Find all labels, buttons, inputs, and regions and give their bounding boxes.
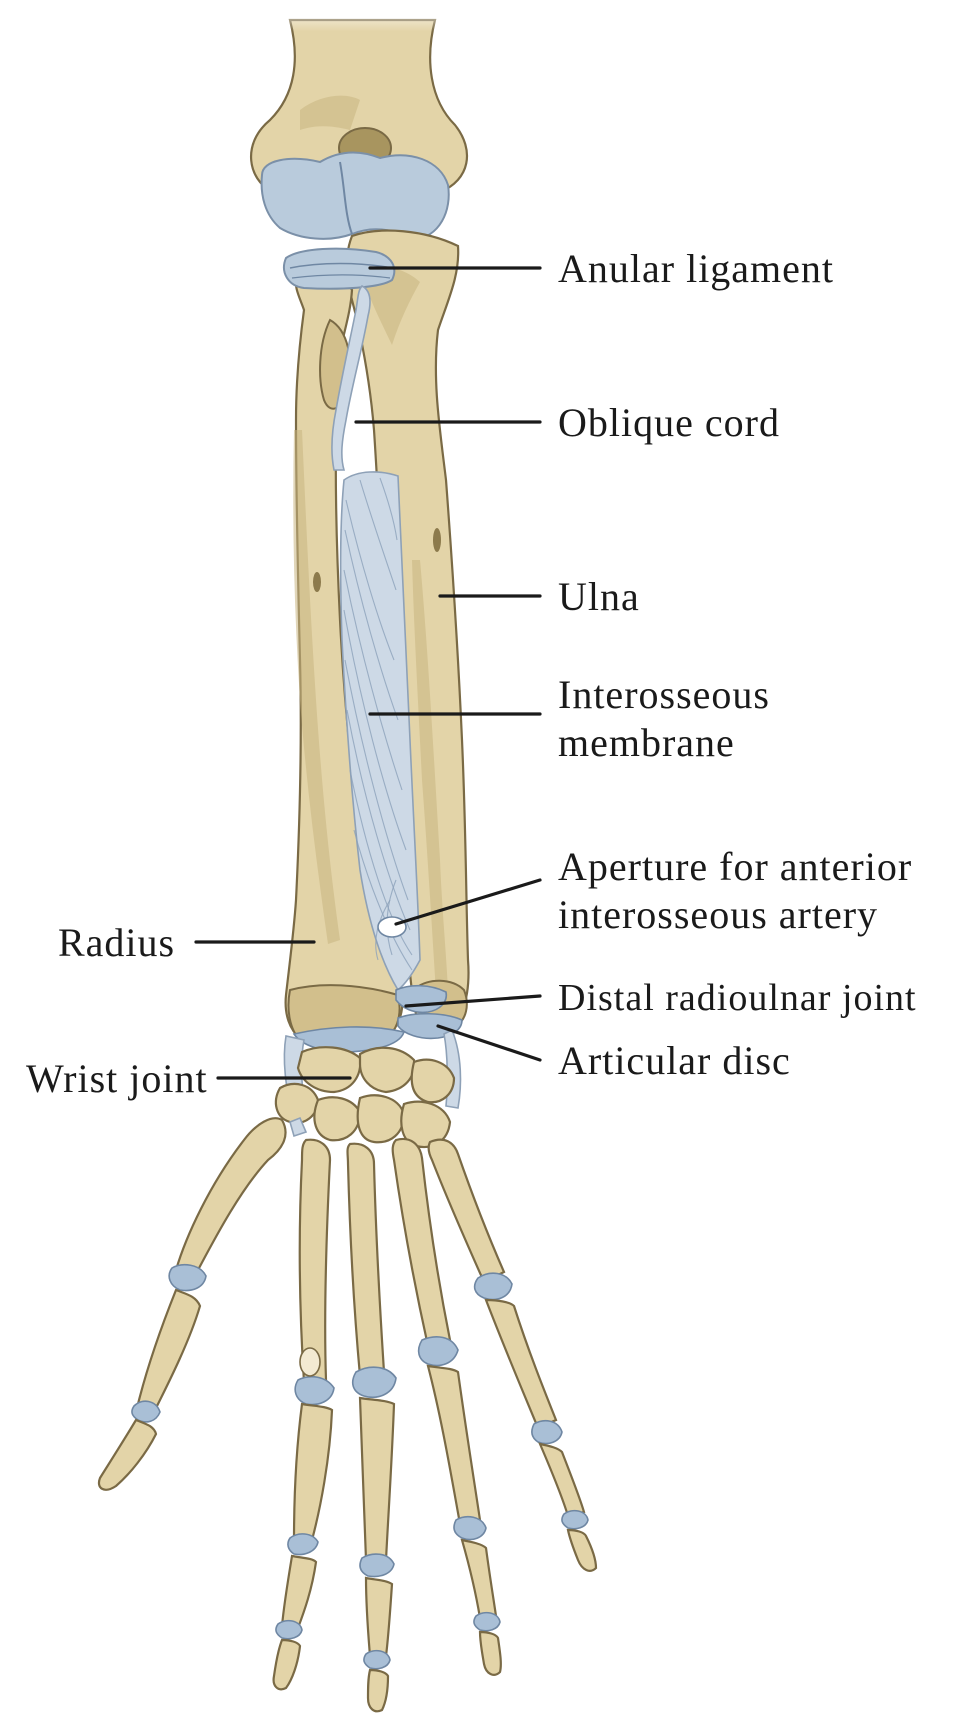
index-finger-bones <box>274 1140 334 1690</box>
label-wrist-joint: Wrist joint <box>26 1056 208 1101</box>
label-anular-ligament: Anular ligament <box>558 246 834 291</box>
label-distal-radioulnar-joint: Distal radioulnar joint <box>558 977 917 1019</box>
thumb-bones <box>99 1118 286 1489</box>
label-aperture-line1: Aperture for anterior <box>558 844 912 889</box>
distal-radioulnar-joint <box>396 986 446 1013</box>
label-articular-disc: Articular disc <box>558 1038 791 1083</box>
middle-finger-bones <box>348 1144 397 1712</box>
humerus-articular-cartilage <box>262 152 449 240</box>
carpal-bones <box>276 1047 454 1147</box>
ring-finger-bones <box>393 1139 501 1675</box>
label-aperture-line2: interosseous artery <box>558 892 878 937</box>
label-interosseous-line2: membrane <box>558 720 735 765</box>
label-interosseous-line1: Interosseous <box>558 672 770 717</box>
labels: Anular ligament Oblique cord Ulna Intero… <box>26 246 917 1101</box>
label-ulna: Ulna <box>558 574 640 619</box>
aperture-anterior-interosseous-artery <box>378 917 406 937</box>
label-oblique-cord: Oblique cord <box>558 400 780 445</box>
label-radius: Radius <box>58 920 175 965</box>
